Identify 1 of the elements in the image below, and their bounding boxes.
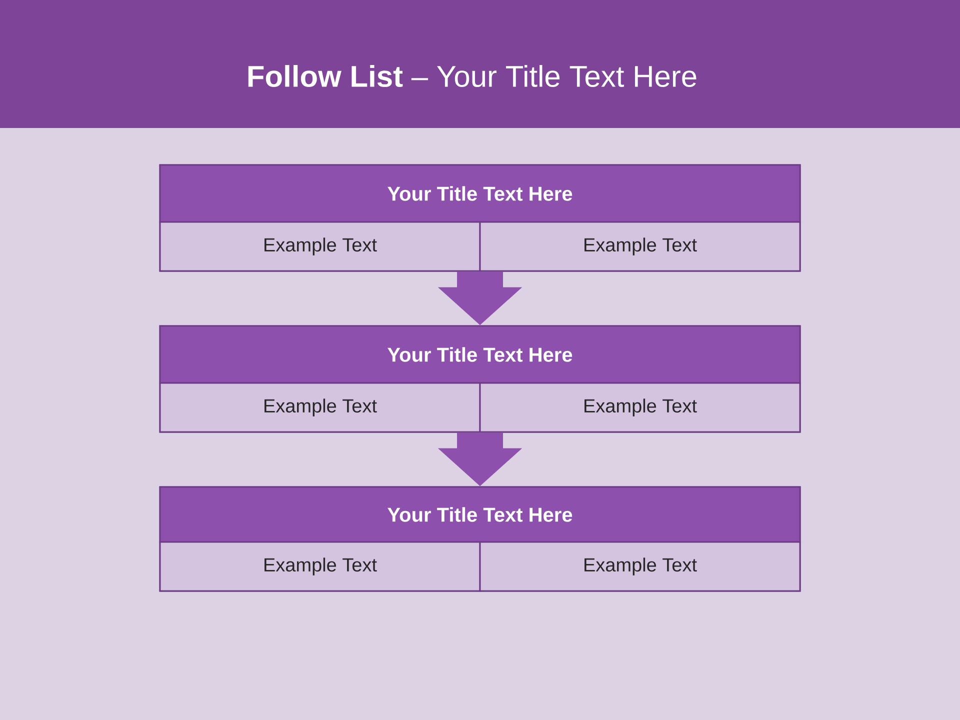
title: Follow List – Your Title Text Here: [248, 64, 696, 88]
